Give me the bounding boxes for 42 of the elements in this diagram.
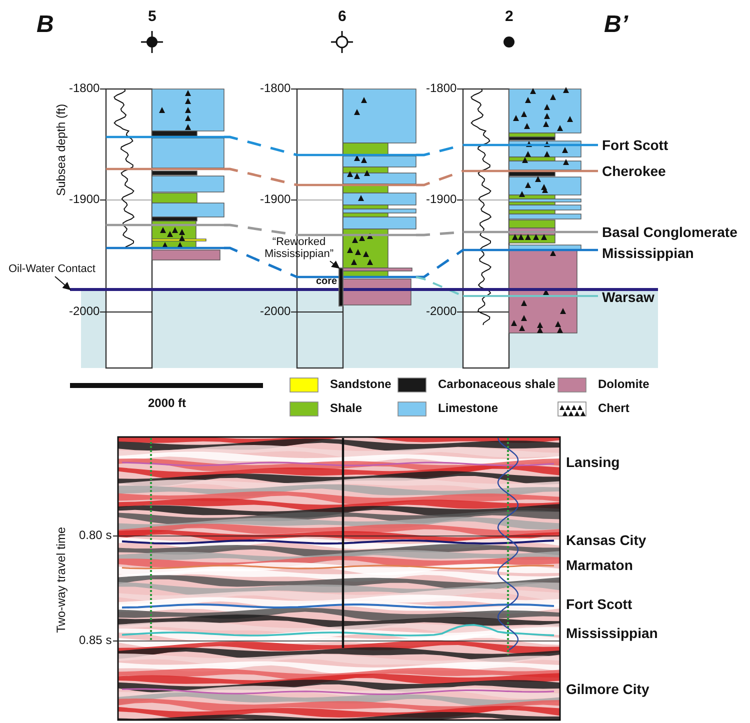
- horizon-label: Kansas City: [566, 532, 646, 548]
- horizon-label: Marmaton: [566, 557, 633, 574]
- horizon-label: Warsaw: [602, 289, 654, 306]
- leader-line: [330, 260, 340, 269]
- horizon-label: Mississippian: [602, 245, 694, 262]
- tick-label: -2000: [260, 305, 291, 319]
- horizon-label: Fort Scott: [602, 137, 668, 154]
- legend-label: Carbonaceous shale: [438, 378, 556, 392]
- legend-label: Chert: [598, 402, 630, 416]
- legend-label: Limestone: [438, 402, 498, 416]
- well-number: 2: [505, 8, 514, 25]
- tick-label: -1800: [426, 82, 457, 96]
- oil-water-contact-line: [70, 288, 658, 291]
- tick-label: -1900: [426, 193, 457, 207]
- core-bar: [338, 268, 344, 306]
- horizon-label: Gilmore City: [566, 681, 650, 698]
- well-number: 5: [148, 8, 156, 25]
- tick-label: -2000: [426, 305, 457, 319]
- scale-label: 2000 ft: [148, 397, 186, 411]
- horizon-label: Cherokee: [602, 163, 666, 180]
- horizon-label: Mississippian: [566, 625, 658, 642]
- horizon-label: Basal Conglomerate: [602, 224, 738, 240]
- tick-label: -2000: [69, 305, 100, 319]
- axis-title: Subsea depth (ft): [55, 104, 69, 196]
- well-number: 6: [338, 8, 346, 25]
- core-label: core: [316, 276, 338, 288]
- section-end-label: B’: [604, 11, 628, 39]
- annotation-text: Oil-Water Contact: [7, 264, 96, 276]
- legend-label: Dolomite: [598, 378, 650, 392]
- axis-title: Two-way travel time: [55, 526, 69, 633]
- tick-label: -1900: [69, 193, 100, 207]
- leader-line: [54, 276, 71, 290]
- tick-label: 0.80 s: [79, 529, 112, 543]
- tick-label: -1800: [260, 82, 291, 96]
- section-end-label: B: [36, 11, 54, 39]
- horizon-label: Lansing: [566, 454, 620, 470]
- horizon-label: Fort Scott: [566, 596, 632, 612]
- tick-label: 0.85 s: [79, 634, 112, 648]
- legend-label: Shale: [330, 402, 362, 416]
- tick-label: -1900: [260, 193, 291, 207]
- tick-label: -1800: [69, 82, 100, 96]
- legend-label: Sandstone: [330, 378, 392, 392]
